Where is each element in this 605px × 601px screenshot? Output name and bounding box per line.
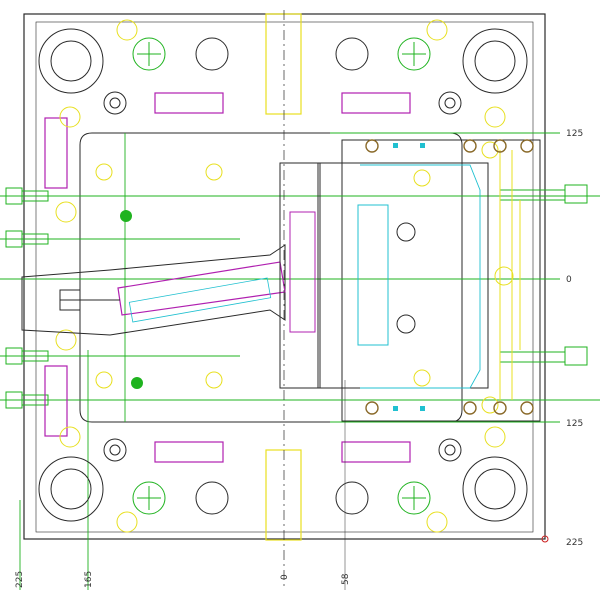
return-pins [132, 37, 431, 515]
corner-marker [541, 535, 549, 543]
dim-right-corner: 225 [566, 538, 583, 548]
core-block [279, 162, 489, 389]
brown-fasteners [365, 139, 534, 415]
dim-bottom-inner: 165 [84, 571, 94, 588]
yellow-markers [55, 19, 514, 533]
dim-bottom-right: 58 [341, 573, 351, 585]
cavity-core-box [341, 139, 541, 422]
dim-bottom-center: 0 [280, 574, 290, 580]
dim-right-top: 125 [566, 129, 583, 139]
screw-holes [103, 37, 462, 515]
green-marker-1 [120, 210, 132, 222]
yellow-channels [499, 150, 521, 400]
dim-right-mid: 0 [566, 275, 572, 285]
center-slot-bottom [265, 449, 302, 541]
dim-right-bottom: 125 [566, 419, 583, 429]
center-slot-top [265, 13, 302, 115]
cyan-markers [393, 143, 425, 411]
left-fittings [5, 187, 49, 409]
green-marker-2 [131, 377, 143, 389]
dim-bottom-left: 225 [15, 571, 25, 588]
magenta-slots [44, 92, 411, 463]
guide-pillars [38, 28, 528, 522]
slider-assembly [21, 244, 286, 336]
mold-plate-inner [35, 21, 534, 533]
